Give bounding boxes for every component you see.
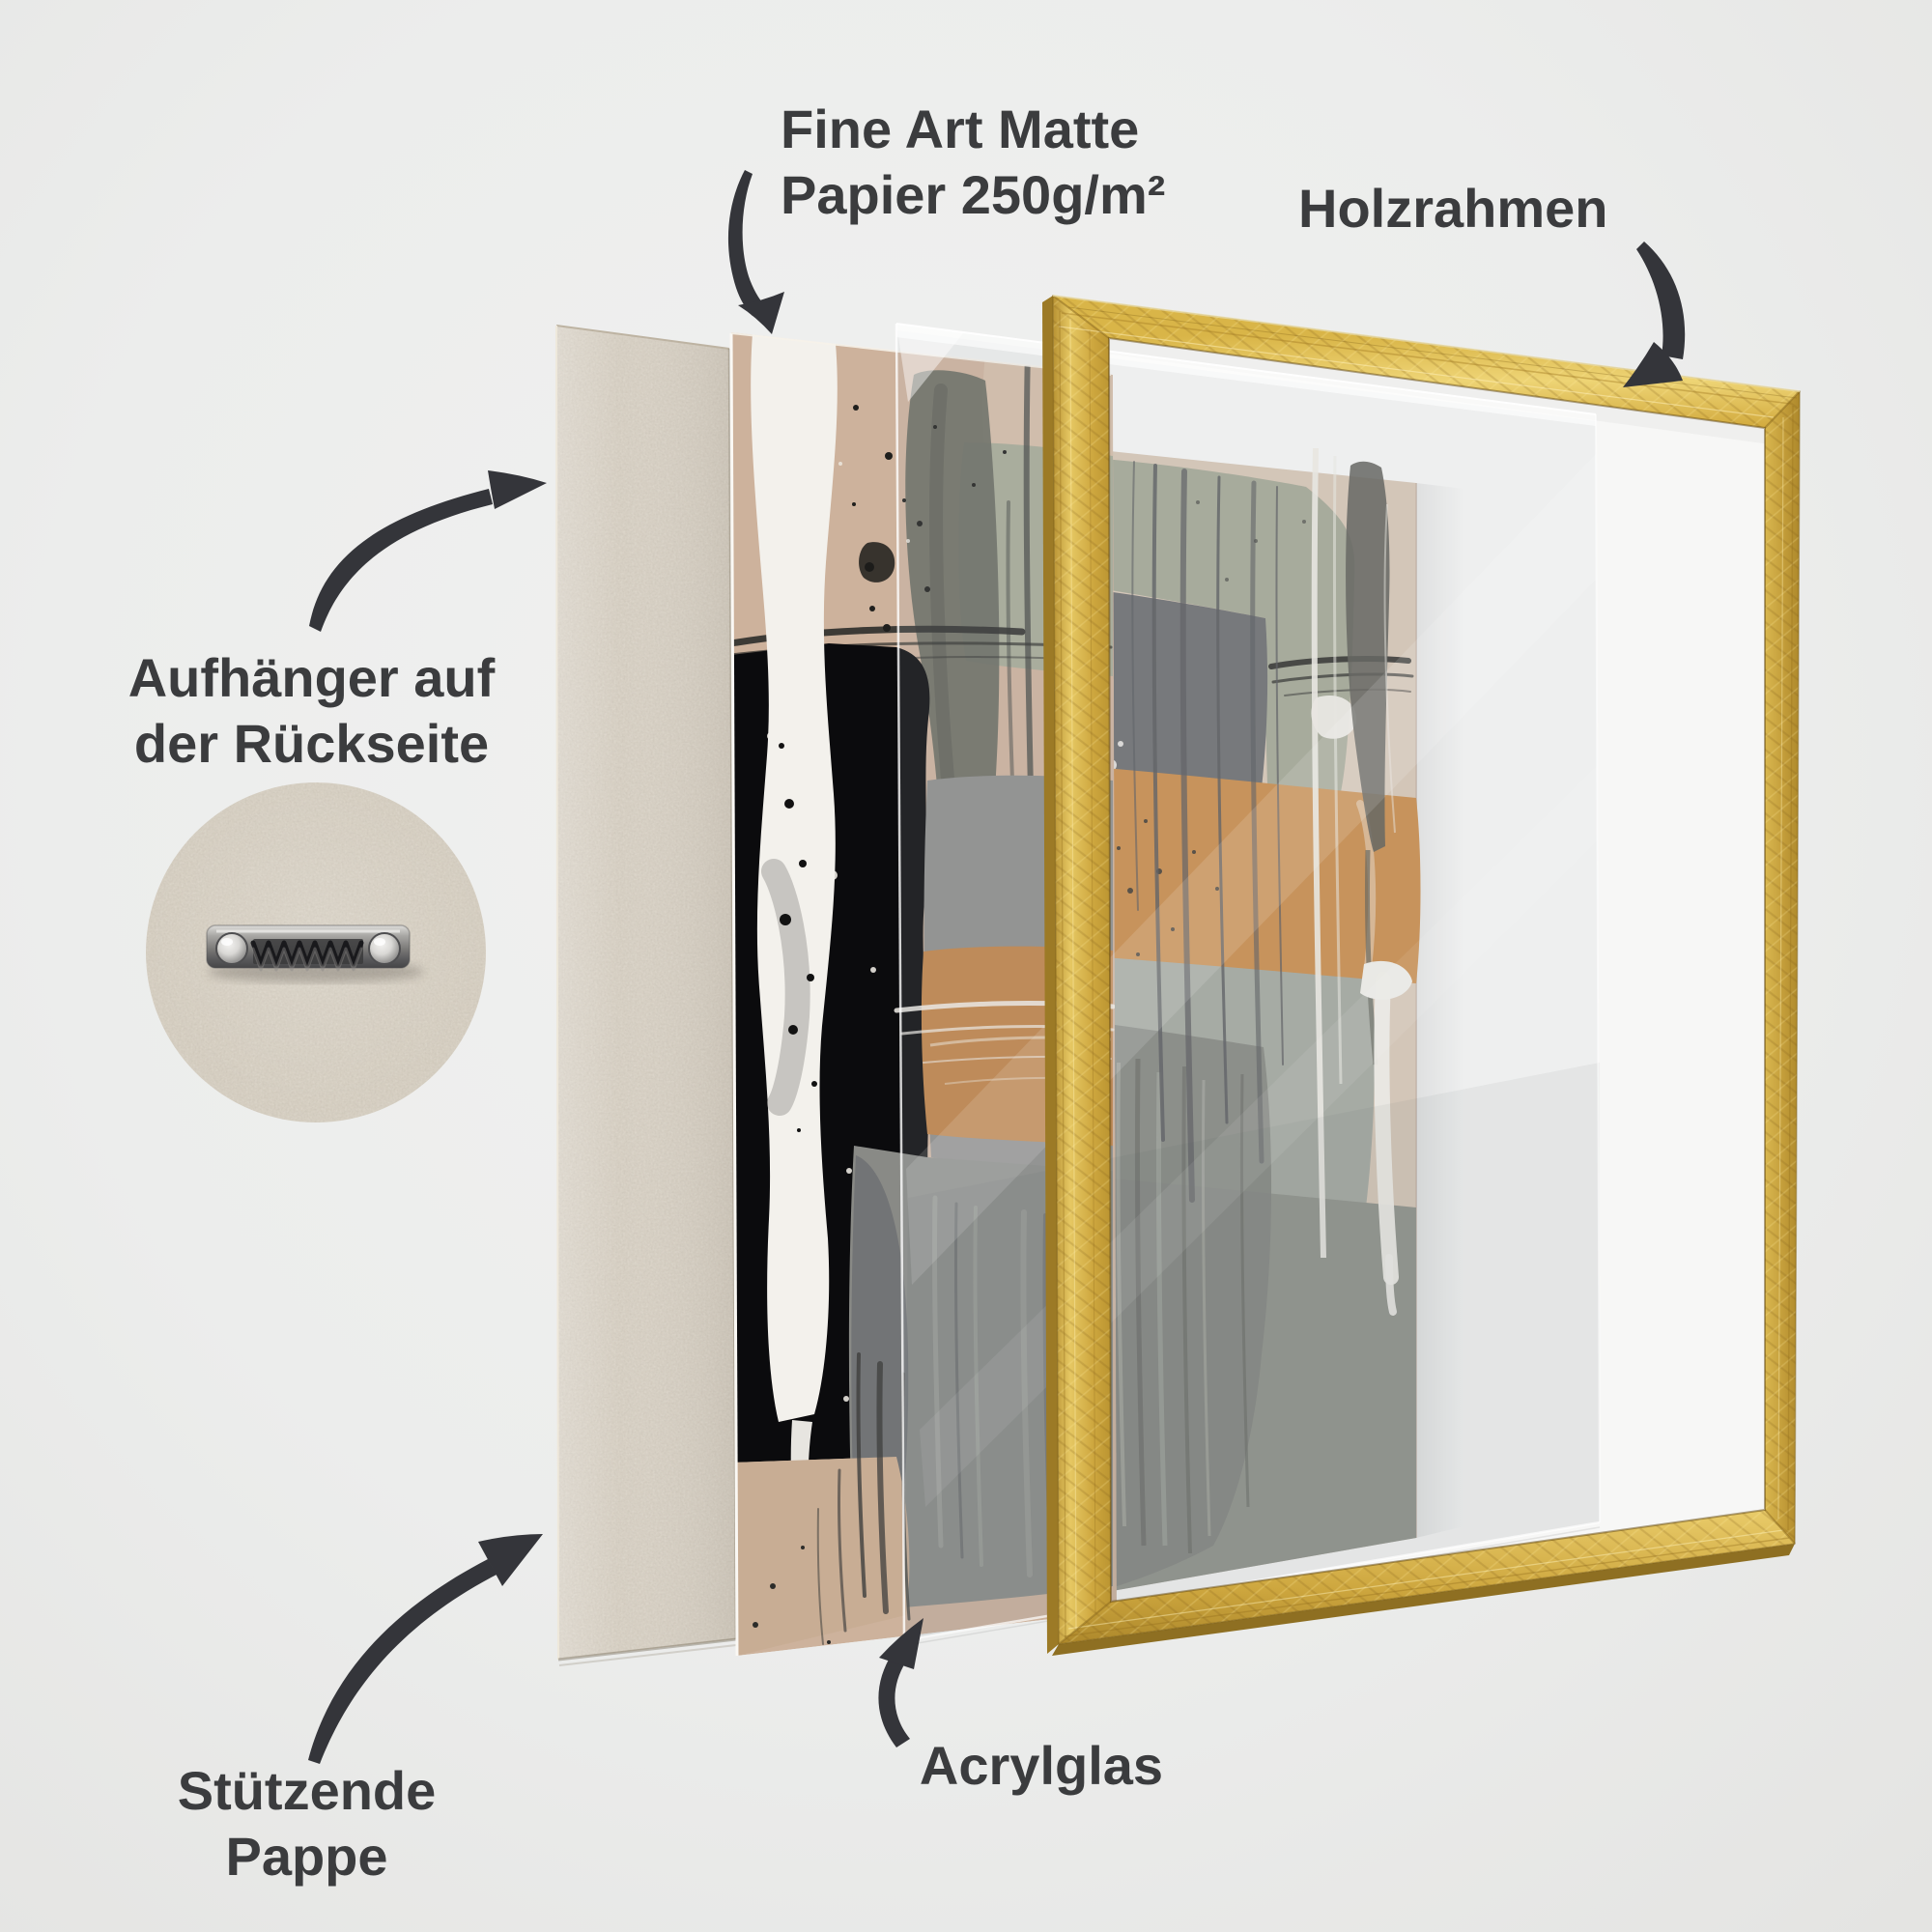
label-fine-art-paper: Fine Art Matte Papier 250g/m² — [781, 97, 1165, 228]
print-edge — [729, 332, 739, 1657]
annotation-arrows — [308, 170, 1686, 1764]
acrylic-glass-layer — [895, 323, 1601, 1646]
label-aufhaenger-line1: Aufhänger auf — [128, 647, 496, 708]
arrow-hanger — [309, 470, 547, 632]
arrow-paper — [727, 170, 784, 334]
label-stuetzende-pappe-line1: Stützende — [177, 1760, 437, 1821]
sawtooth-hanger-icon — [206, 924, 424, 982]
arrow-glass — [878, 1618, 923, 1747]
label-holzrahmen: Holzrahmen — [1298, 178, 1608, 239]
hanger-detail-inset — [146, 782, 486, 1122]
cardboard-layer — [555, 325, 738, 1666]
wood-frame-layer — [1042, 295, 1801, 1656]
label-aufhaenger: Aufhänger auf der Rückseite — [53, 645, 570, 777]
arrow-support — [308, 1534, 543, 1764]
label-aufhaenger-line2: der Rückseite — [133, 713, 490, 774]
label-stuetzende-pappe-line2: Pappe — [225, 1826, 388, 1887]
arrow-frame — [1623, 242, 1686, 387]
label-fine-art-paper-line1: Fine Art Matte — [781, 99, 1140, 159]
label-acrylglas: Acrylglas — [919, 1735, 1164, 1796]
framed-artwork — [1105, 447, 1464, 1594]
label-fine-art-paper-line2: Papier 250g/m² — [781, 164, 1166, 225]
label-stuetzende-pappe: Stützende Pappe — [92, 1758, 522, 1889]
